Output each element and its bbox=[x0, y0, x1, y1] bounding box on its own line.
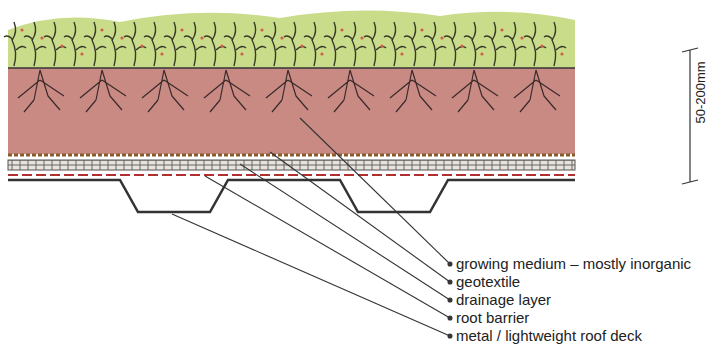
root-barrier bbox=[8, 174, 575, 176]
drainage-layer bbox=[8, 160, 575, 170]
leader-lines bbox=[172, 118, 452, 338]
layer-label: geotextile bbox=[456, 273, 520, 291]
roots bbox=[18, 70, 560, 112]
layer-label: metal / lightweight roof deck bbox=[456, 327, 642, 345]
plant-strokes bbox=[4, 22, 566, 66]
growing-medium bbox=[8, 68, 575, 154]
layer-label: drainage layer bbox=[456, 291, 551, 309]
roof-deck bbox=[8, 180, 575, 212]
vegetation bbox=[8, 10, 575, 70]
layer-label: root barrier bbox=[456, 309, 529, 327]
geotextile-layer bbox=[8, 154, 575, 157]
layer-label: growing medium – mostly inorganic bbox=[456, 255, 691, 273]
dimension-label: 50-200mm bbox=[692, 61, 707, 123]
